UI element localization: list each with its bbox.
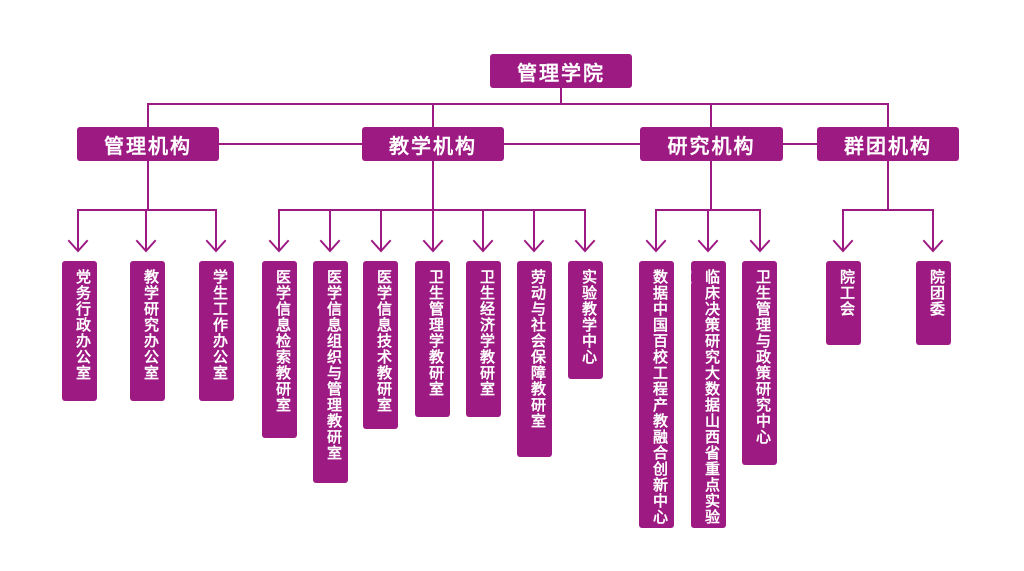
category-node-teaching: 教学机构 bbox=[362, 127, 504, 161]
unit-node: 党务行政办公室 bbox=[62, 261, 97, 401]
root-node: 管理学院 bbox=[490, 54, 632, 88]
unit-node: 医学信息组织与管理教研室 bbox=[313, 261, 348, 483]
unit-node: 实验教学中心 bbox=[568, 261, 603, 379]
unit-node: 院团委 bbox=[916, 261, 951, 345]
category-node-groups: 群团机构 bbox=[817, 127, 959, 161]
unit-node: 医学信息检索教研室 bbox=[262, 261, 297, 438]
unit-node: 卫生经济学教研室 bbox=[466, 261, 501, 417]
unit-node: 卫生管理与政策研究中心 bbox=[742, 261, 777, 465]
category-node-research: 研究机构 bbox=[640, 127, 783, 161]
unit-node: 卫生管理学教研室 bbox=[415, 261, 450, 417]
unit-node: 院工会 bbox=[826, 261, 861, 345]
unit-node: 临床决策研究大数据山西省重点实验室 bbox=[675, 261, 726, 528]
category-node-management: 管理机构 bbox=[77, 127, 219, 161]
unit-node: 数据中国百校工程产教融合创新中心 bbox=[639, 261, 674, 528]
unit-node: 劳动与社会保障教研室 bbox=[517, 261, 552, 457]
unit-node: 医学信息技术教研室 bbox=[363, 261, 398, 429]
unit-node: 学生工作办公室 bbox=[199, 261, 234, 401]
unit-node: 教学研究办公室 bbox=[130, 261, 165, 401]
